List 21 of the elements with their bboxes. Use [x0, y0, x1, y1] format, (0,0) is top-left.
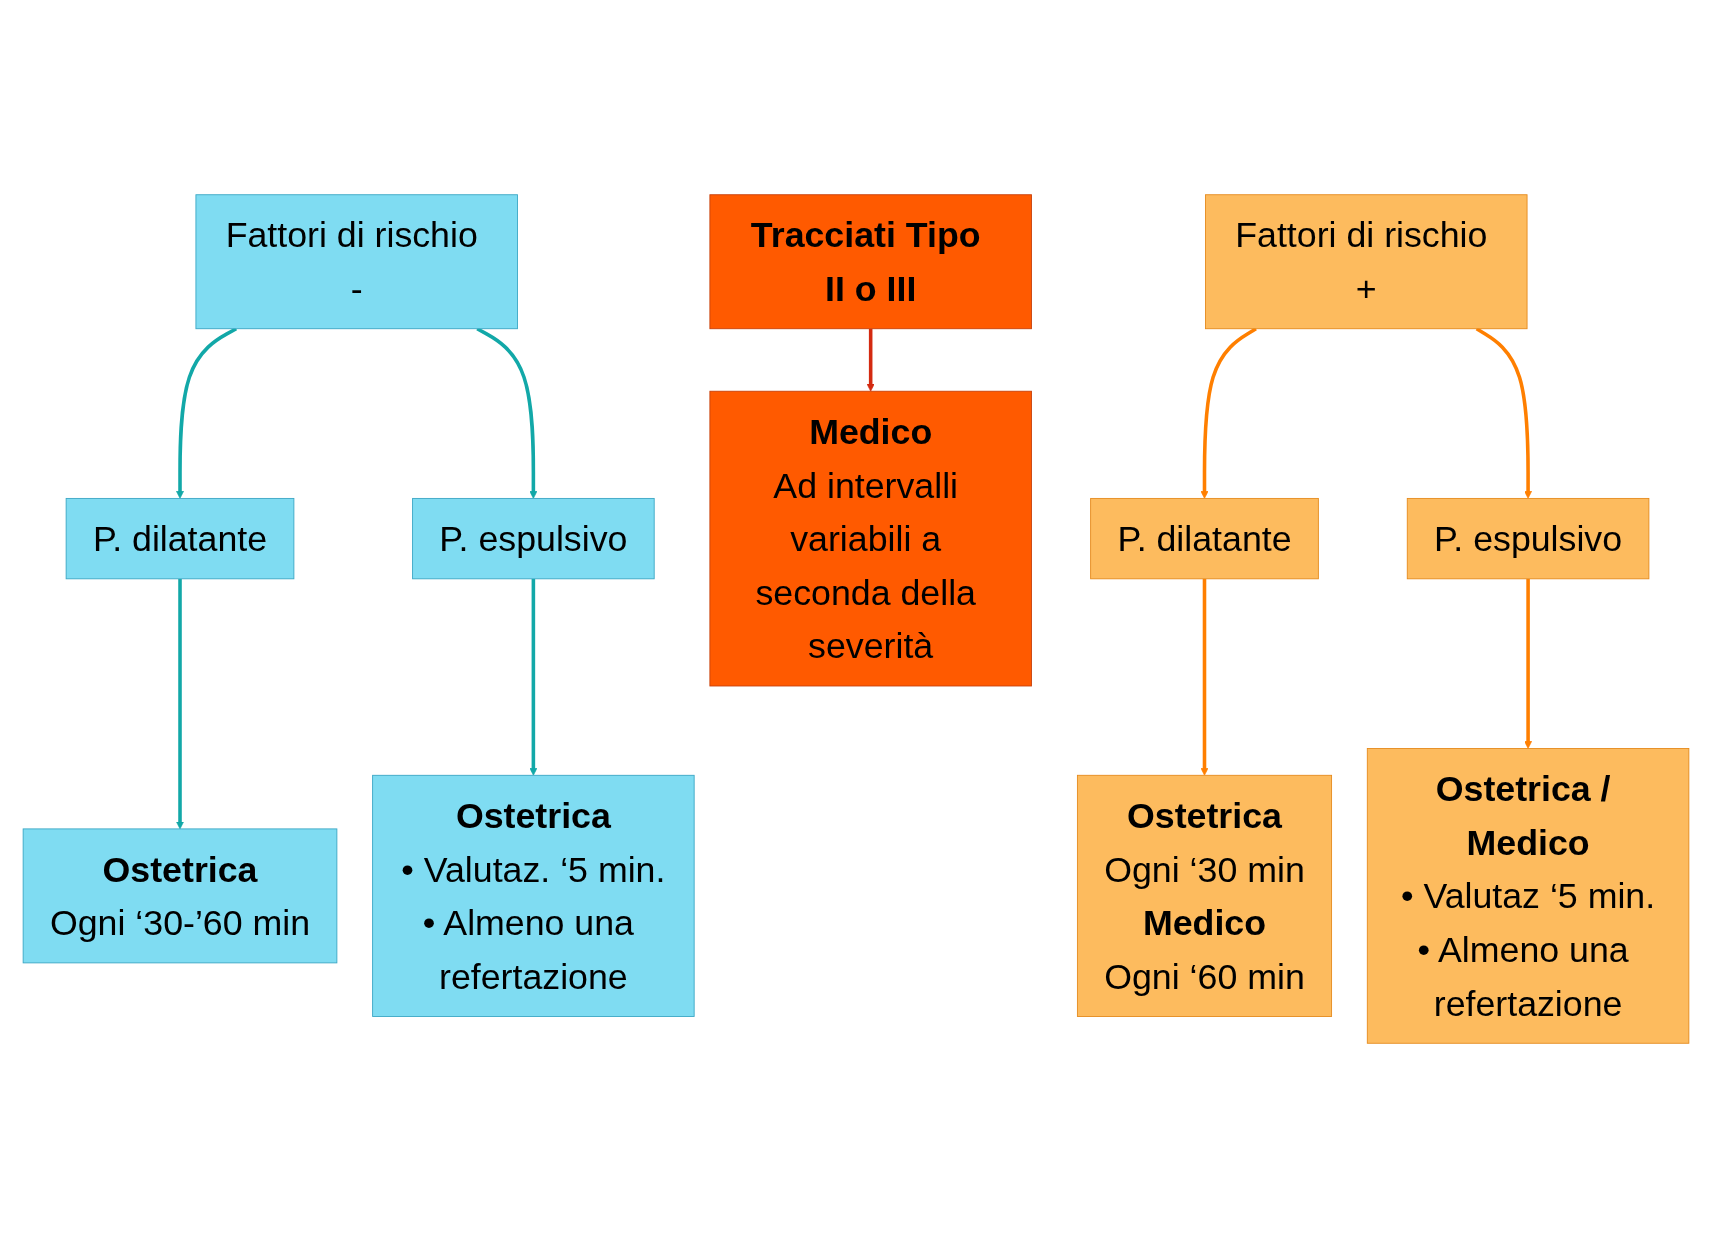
- node-box: P. espulsivo: [1406, 497, 1649, 580]
- node-box: Tracciati Tipo II o III: [708, 194, 1032, 330]
- node-box: P. dilatante: [1089, 497, 1319, 580]
- node-box: Ostetrica Ogni ‘30-’60 min: [22, 828, 337, 964]
- node-box: P. dilatante: [65, 497, 294, 580]
- arrow: [1200, 327, 1257, 499]
- arrow: [175, 578, 184, 830]
- arrow: [528, 578, 537, 776]
- node-box: Fattori di rischio -: [194, 194, 518, 330]
- arrow: [175, 327, 237, 499]
- node-box: P. espulsivo: [411, 497, 655, 580]
- node-box: Ostetrica • Valutaz. ‘5 min. • Almeno una refertazione: [371, 774, 695, 1017]
- arrow: [1200, 578, 1208, 776]
- node-box: Ostetrica Ogni ‘30 min Medico Ogni ‘60 min: [1076, 774, 1332, 1017]
- arrow: [1523, 578, 1532, 749]
- arrow: [1475, 327, 1532, 499]
- node-box: Ostetrica / Medico • Valutaz ‘5 min. • Almeno una refertazione: [1366, 748, 1689, 1044]
- node-box: Fattori di rischio +: [1204, 194, 1527, 330]
- node-box: Medico Ad intervalli variabili a seconda della severità: [708, 390, 1032, 687]
- arrow: [475, 327, 537, 499]
- arrow: [866, 328, 875, 392]
